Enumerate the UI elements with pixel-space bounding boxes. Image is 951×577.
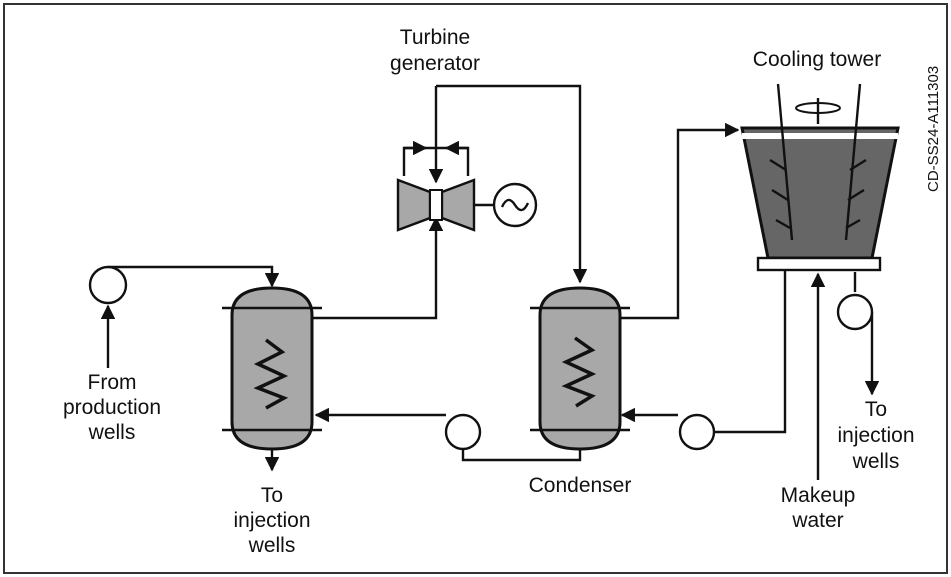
turbine-label-line2: generator [390,52,480,75]
condenser-coil-icon [561,336,597,408]
left-injection-label-3: wells [248,534,296,557]
right-injection-label-3: wells [852,450,900,473]
makeup-water-label-2: water [791,509,843,532]
left-injection-label-1: To [261,484,283,507]
figure-code-label: CD-SS24-A111303 [925,66,942,192]
turbine-label-line1: Turbine [400,26,470,49]
condenser-label: Condenser [529,474,632,497]
cooling-tower-label: Cooling tower [753,48,881,71]
generator-icon [492,182,538,228]
cooling-tower [740,83,900,272]
pipe-exhaust-to-condenser [436,84,588,284]
right-injection-label-2: injection [837,424,914,447]
production-pump-icon [88,265,128,305]
left-injection-label-2: injection [233,509,310,532]
heat-exchanger [222,286,322,451]
from-production-label-1: From [88,371,137,394]
figure-frame [3,3,948,574]
from-production-label-2: production [63,396,161,419]
pipe-exchanger-to-turbine [312,216,444,320]
pipe-condenser-to-tower [618,122,740,320]
pipe-condenser-to-feedpump [461,448,582,462]
pipe-production-to-exchanger [108,265,280,288]
turbine-icon [396,178,494,232]
pipe-tower-return [715,270,787,434]
turbine-bypass [402,146,470,176]
cooling-water-pump-icon [678,413,716,451]
right-injection-label-1: To [865,398,887,421]
exchanger-coil-icon [253,338,289,410]
makeup-water-label-1: Makeup [781,484,856,507]
blowdown-pump-icon [836,293,874,331]
from-production-label-3: wells [88,421,136,444]
condenser-vessel [530,286,630,451]
feed-pump-icon [444,413,482,451]
